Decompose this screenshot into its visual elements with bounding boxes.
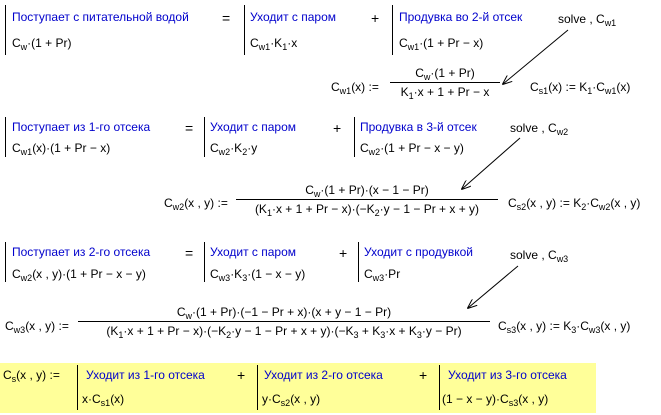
result2-lhs: Cw2(x , y) := xyxy=(164,196,228,212)
arrow-icon xyxy=(503,29,569,84)
row3-col3-expr: Cw3·Pr xyxy=(364,267,401,283)
row1-col1-expr: Cw·(1 + Pr) xyxy=(12,36,72,52)
region-bar xyxy=(5,117,6,157)
row1-col3-label: Продувка во 2-й отсек xyxy=(399,10,523,24)
region-bar xyxy=(204,242,205,282)
row3-eq: = xyxy=(185,245,194,261)
result3-den: (K1·x + 1 + Pr − x)·(−K2·y − 1 − Pr + x … xyxy=(106,324,462,340)
region-bar xyxy=(392,5,393,55)
row4-lhs: Cs(x , y) := xyxy=(3,368,60,384)
row1-plus: + xyxy=(371,10,380,26)
row4-plus2: + xyxy=(419,367,428,383)
row4-col2-expr: y·Cs2(x , y) xyxy=(262,392,321,408)
row3-col1-expr: Cw2(x , y)·(1 + Pr − x − y) xyxy=(12,267,146,283)
region-bar xyxy=(244,5,245,55)
row2-col3-expr: Cw2·(1 + Pr − x − y) xyxy=(360,141,464,157)
row3-col2-expr: Cw3·K3·(1 − x − y) xyxy=(210,267,306,283)
result2-fraction: Cw·(1 + Pr)·(x − 1 − Pr) (K1·x + 1 + Pr … xyxy=(236,183,498,218)
fraction-bar xyxy=(390,82,500,83)
region-bar xyxy=(77,365,78,410)
row2-col2-expr: Cw2·K2·y xyxy=(210,141,258,157)
result1-den: K1·x + 1 + Pr − x xyxy=(400,85,490,101)
row4-col2-label: Уходит из 2-го отсека xyxy=(264,368,383,382)
arrow-icon xyxy=(462,137,521,189)
region-bar xyxy=(257,365,258,410)
row3-col3-label: Уходит с продувкой xyxy=(364,245,473,259)
region-bar xyxy=(5,242,6,282)
result3-num: Cw·(1 + Pr)·(−1 − Pr + x)·(x + y − 1 − P… xyxy=(176,305,392,321)
result3-side: Cs3(x , y) := K3·Cw3(x , y) xyxy=(498,319,631,335)
result3-lhs: Cw3(x , y) := xyxy=(5,319,69,335)
region-bar xyxy=(358,242,359,282)
row1-col2-expr: Cw1·K1·x xyxy=(250,36,298,52)
row3-solve: solve , Cw3 xyxy=(510,248,569,264)
result1-side: Cs1(x) := K1·Cw1(x) xyxy=(530,80,631,96)
fraction-bar xyxy=(236,199,498,200)
row1-eq: = xyxy=(222,10,231,26)
result2-den: (K1·x + 1 + Pr − x)·(−K2·y − 1 − Pr + x … xyxy=(254,202,480,218)
row2-plus: + xyxy=(333,120,342,136)
row1-col1-label: Поступает с питательной водой xyxy=(12,10,189,24)
result2-num: Cw·(1 + Pr)·(x − 1 − Pr) xyxy=(305,183,429,199)
row1-col2-label: Уходит с паром xyxy=(250,10,336,24)
result2-side: Cs2(x , y) := K2·Cw2(x , y) xyxy=(508,196,641,212)
row2-solve: solve , Cw2 xyxy=(510,121,569,137)
row4-col1-label: Уходит из 1-го отсека xyxy=(86,368,205,382)
region-bar xyxy=(354,117,355,157)
row4-col1-expr: x·Cs1(x) xyxy=(82,392,125,408)
region-bar xyxy=(5,5,6,55)
row2-col3-label: Продувка в 3-й отсек xyxy=(360,120,477,134)
row3-col1-label: Поступает из 2-го отсека xyxy=(12,245,151,259)
row2-col1-expr: Cw1(x)·(1 + Pr − x) xyxy=(12,141,111,157)
result1-num: Cw·(1 + Pr) xyxy=(415,66,475,82)
row2-col2-label: Уходит с паром xyxy=(210,120,296,134)
region-bar xyxy=(439,365,440,410)
arrow-icon xyxy=(468,265,519,308)
row1-col3-expr: Cw1·(1 + Pr − x) xyxy=(399,36,484,52)
row3-col2-label: Уходит с паром xyxy=(210,245,296,259)
row4-col3-label: Уходит из 3-го отсека xyxy=(448,368,567,382)
row1-solve: solve , Cw1 xyxy=(558,12,617,28)
fraction-bar xyxy=(78,321,490,322)
row4-plus1: + xyxy=(237,367,246,383)
row2-eq: = xyxy=(185,120,194,136)
region-bar xyxy=(204,117,205,157)
result3-fraction: Cw·(1 + Pr)·(−1 − Pr + x)·(x + y − 1 − P… xyxy=(78,305,490,340)
result1-lhs: Cw1(x) := xyxy=(331,80,379,96)
row2-col1-label: Поступает из 1-го отсека xyxy=(12,120,151,134)
result1-fraction: Cw·(1 + Pr) K1·x + 1 + Pr − x xyxy=(390,66,500,101)
row4-col3-expr: (1 − x − y)·Cs3(x , y) xyxy=(442,392,549,408)
highlight-region xyxy=(0,363,596,413)
row3-plus: + xyxy=(339,245,348,261)
